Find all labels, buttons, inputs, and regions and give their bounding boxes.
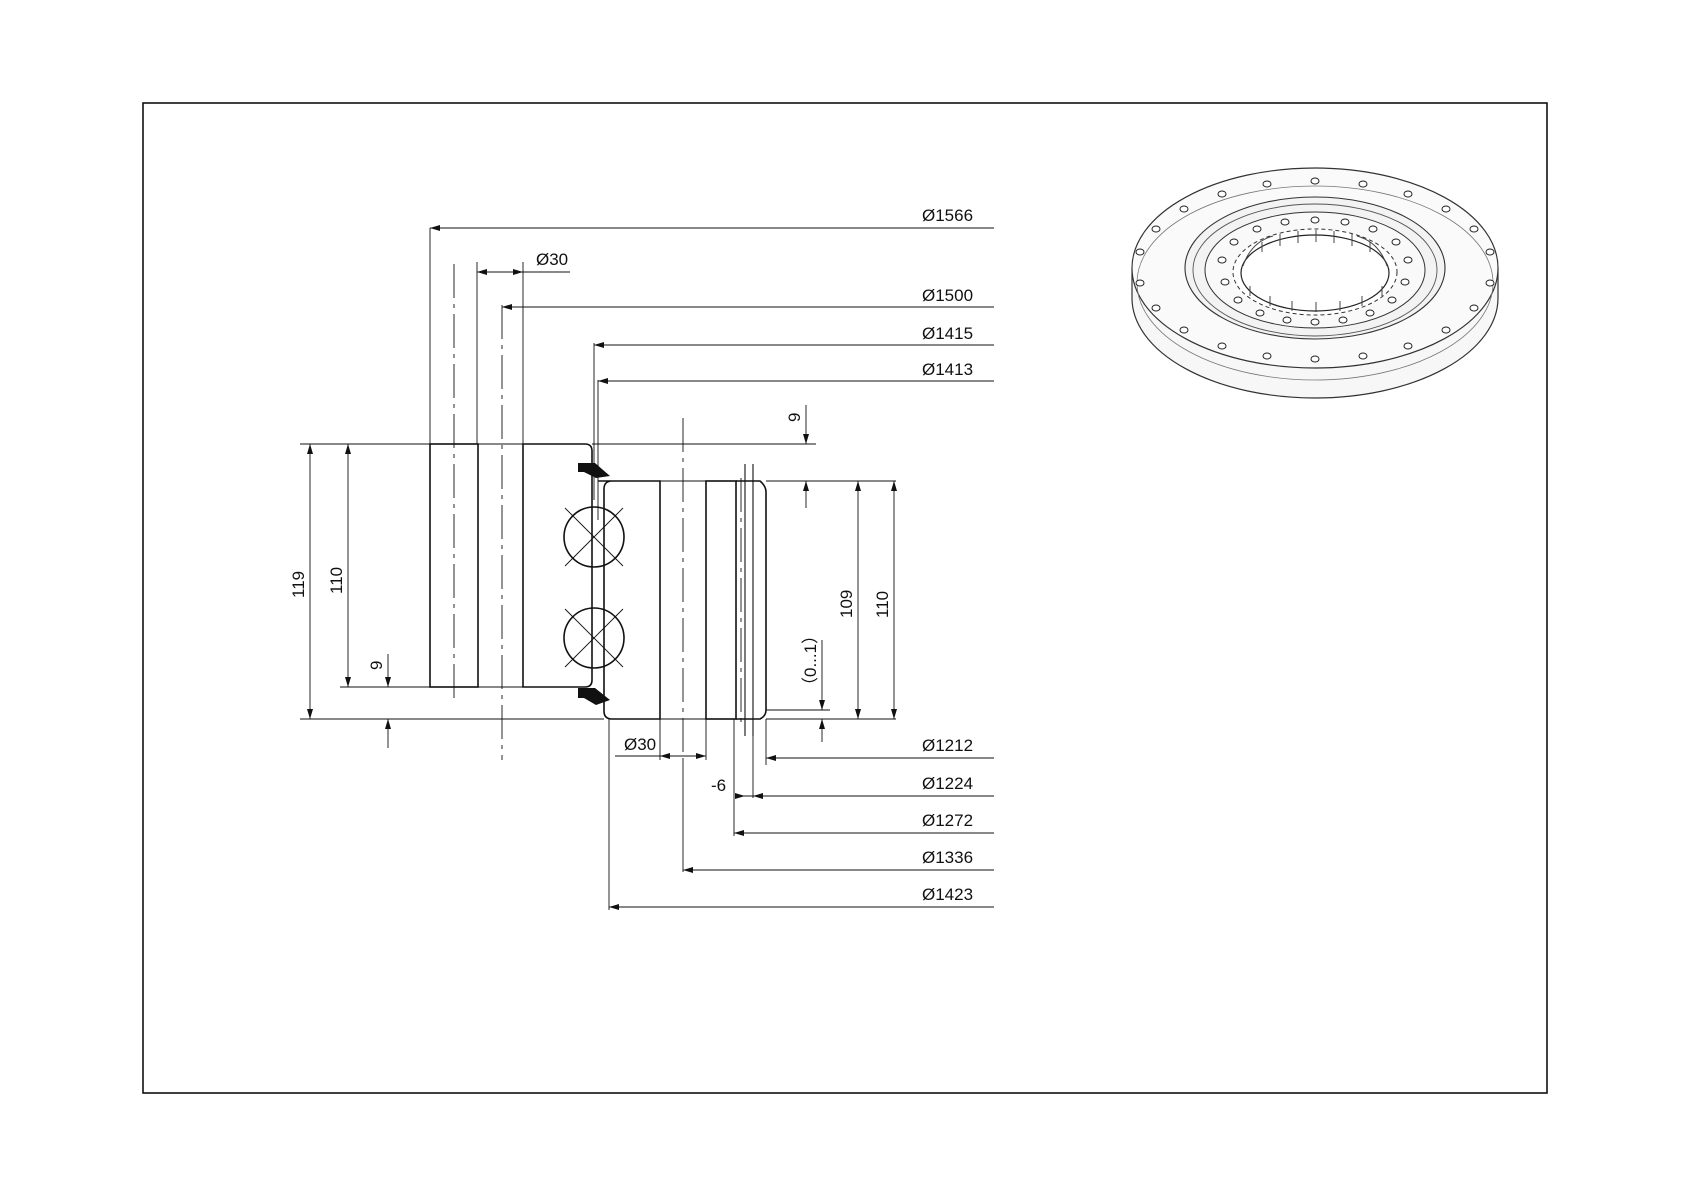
dim-offset-9-top: 9: [785, 413, 804, 422]
dim-offset-neg6: -6: [711, 776, 726, 795]
dimension-lines-top: [429, 225, 994, 520]
dim-height-110-right: 110: [873, 591, 892, 618]
dimension-lines-bottom: [608, 719, 994, 910]
inner-ring-right-part: [705, 480, 737, 720]
dim-d1566: Ø1566: [922, 206, 973, 225]
dim-height-109: 109: [837, 590, 856, 618]
dim-d1212: Ø1212: [922, 736, 973, 755]
slewing-bearing-internal-gear-render: [1131, 167, 1499, 399]
ball-lower: [563, 607, 625, 669]
dim-d1336: Ø1336: [922, 848, 973, 867]
dim-d1413: Ø1413: [922, 360, 973, 379]
dim-height-119: 119: [289, 571, 308, 598]
outer-ring-right-part: [522, 443, 593, 688]
dim-d1415: Ø1415: [922, 324, 973, 343]
dim-d1224: Ø1224: [922, 774, 973, 793]
dim-gap-range: （0...1）: [801, 627, 820, 694]
drawing-frame: [142, 102, 1548, 1094]
dim-hole-bottom: Ø30: [624, 735, 656, 754]
ball-upper: [563, 506, 625, 568]
dim-height-110-left: 110: [327, 567, 346, 594]
dim-hole-top: Ø30: [536, 250, 568, 269]
inner-ring-left-part: [598, 480, 661, 720]
seal-bottom: [578, 688, 610, 705]
dim-d1272: Ø1272: [922, 811, 973, 830]
dim-d1423: Ø1423: [922, 885, 973, 904]
bearing-section-view: [429, 264, 767, 760]
dimension-lines-vertical: [300, 405, 897, 748]
dim-offset-9-left: 9: [367, 661, 386, 670]
dim-d1500: Ø1500: [922, 286, 973, 305]
